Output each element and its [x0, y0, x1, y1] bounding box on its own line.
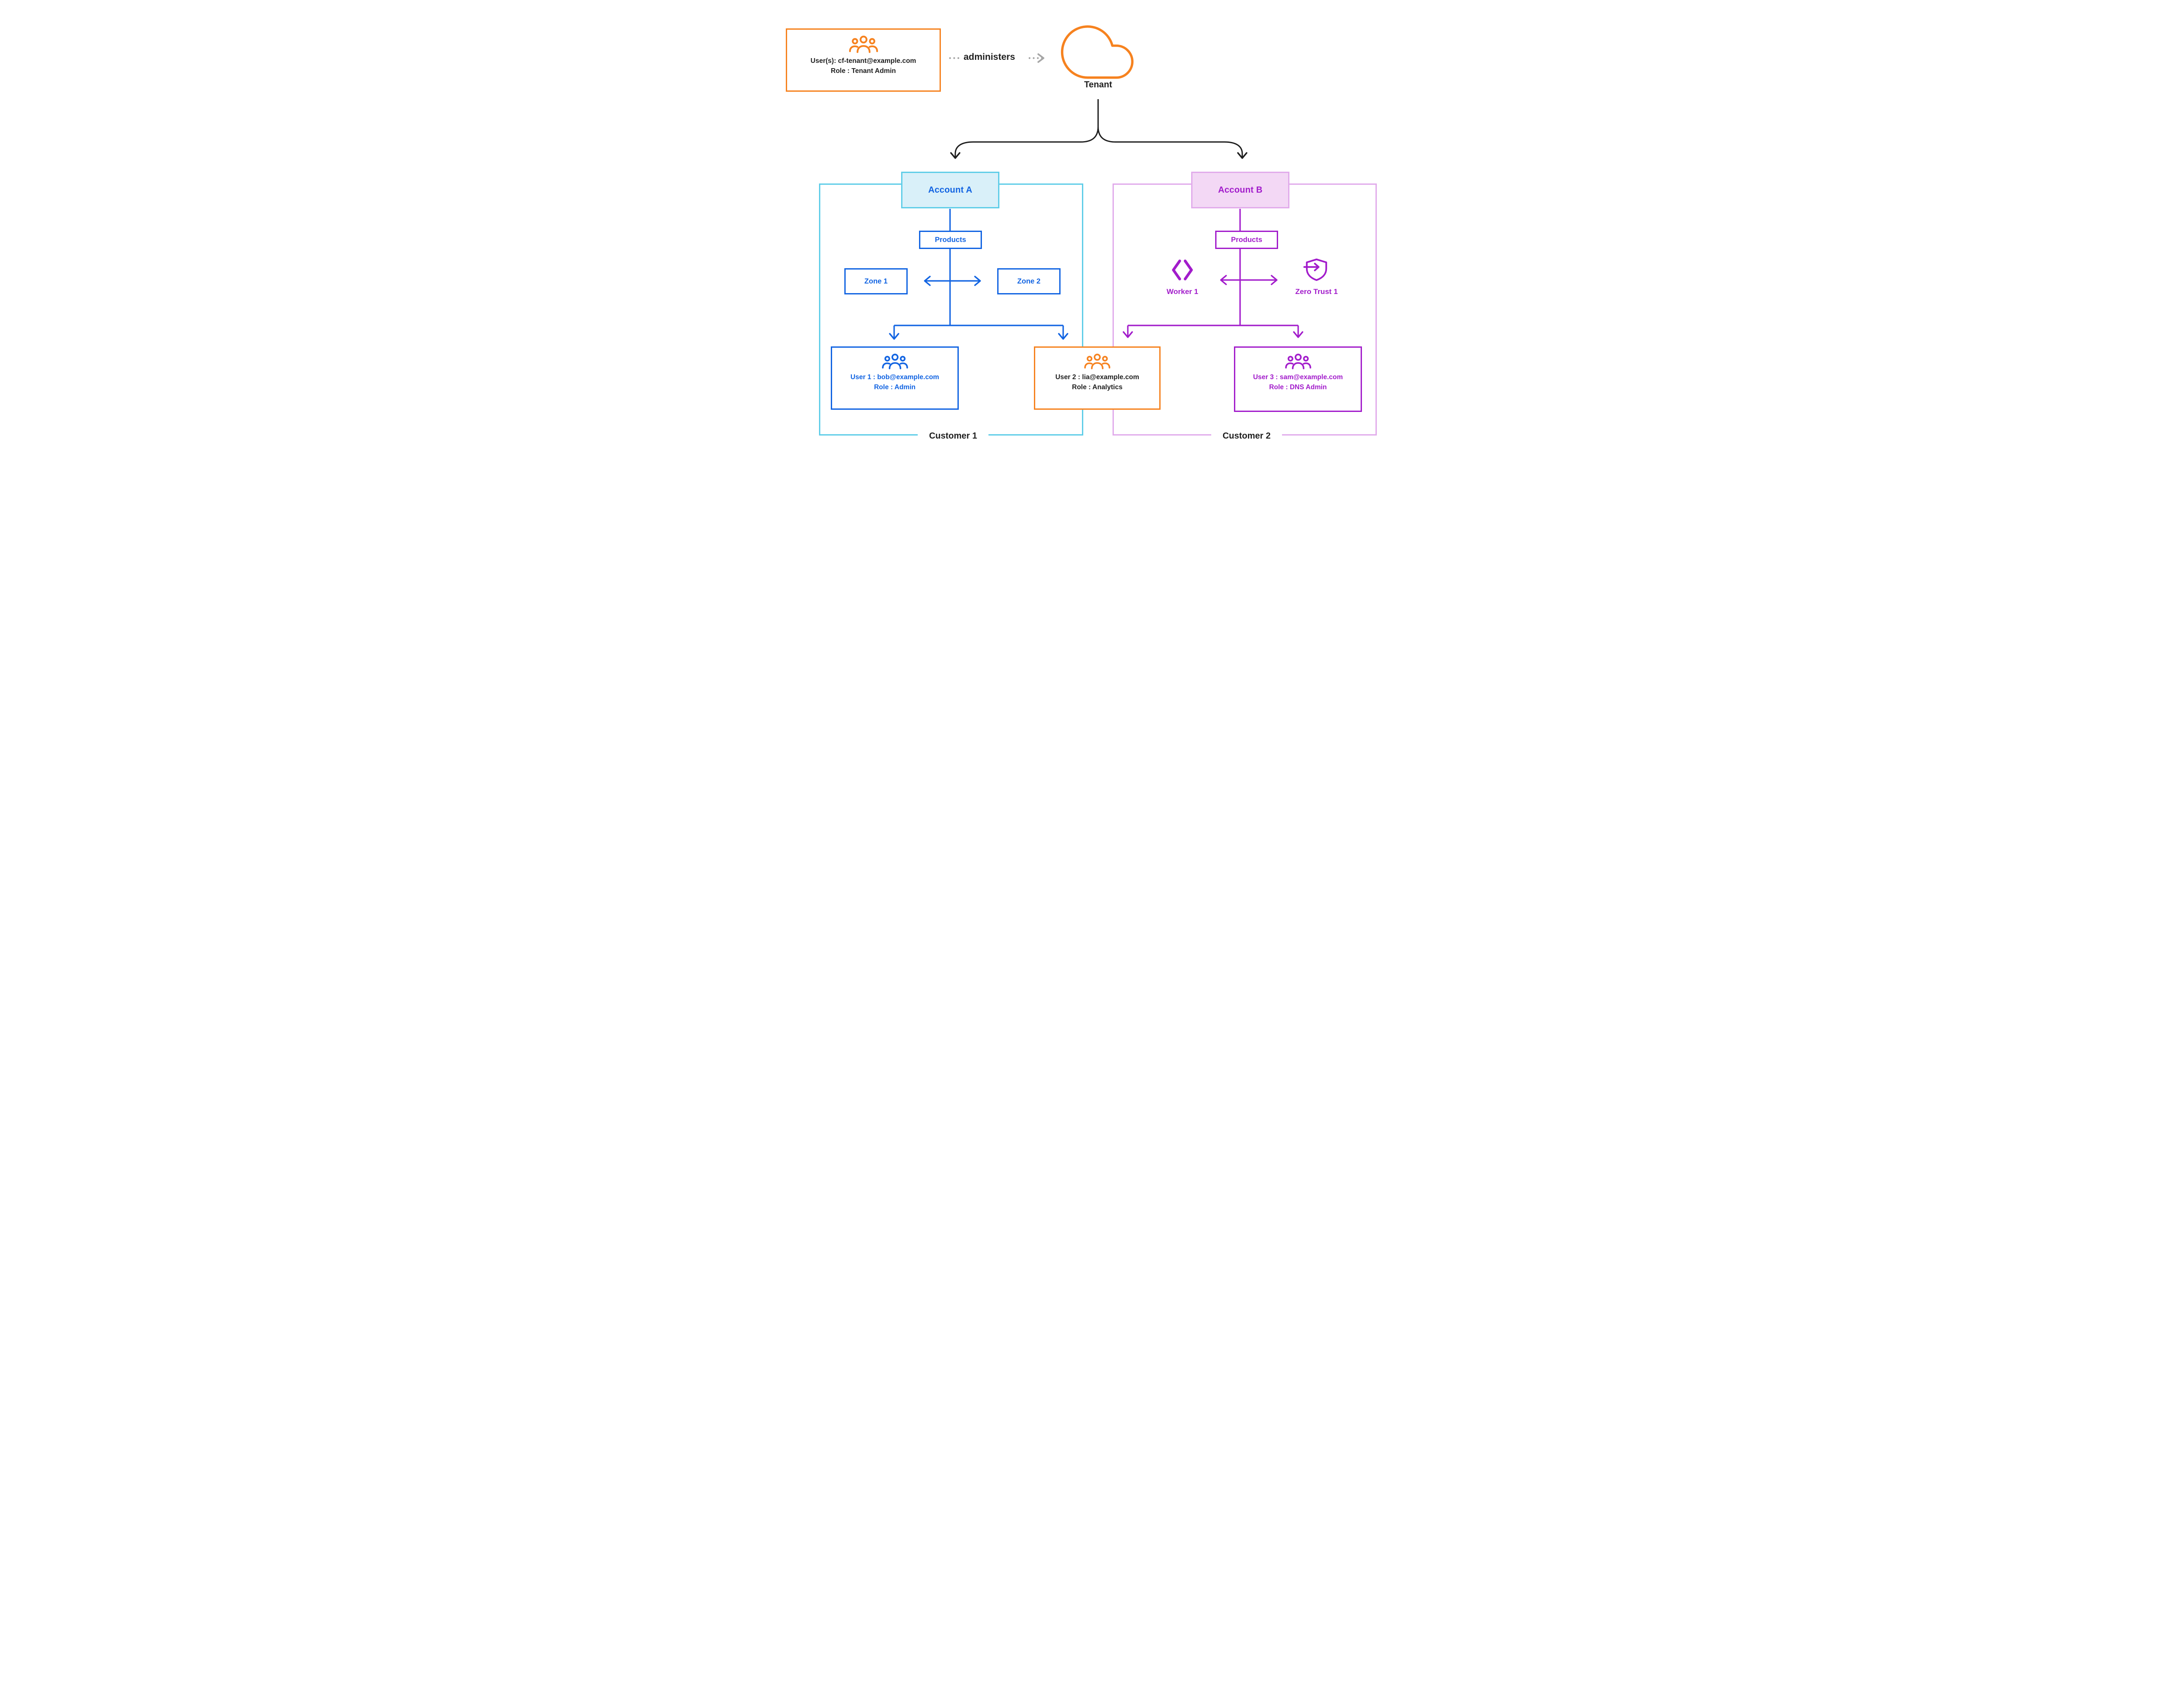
- zero-trust-1-node: Zero Trust 1: [1280, 257, 1353, 296]
- worker-1-label: Worker 1: [1166, 287, 1199, 296]
- products-b-label: Products: [1231, 235, 1262, 244]
- user-1-email: User 1 : bob@example.com: [850, 373, 939, 381]
- account-b-label: Account B: [1218, 185, 1263, 195]
- customer-2-label: Customer 2: [1211, 426, 1282, 446]
- edge-tenant-to-account-b: [1097, 126, 1248, 159]
- tenant-admin-role: Role : Tenant Admin: [831, 67, 896, 75]
- zone-2-label: Zone 2: [1017, 277, 1041, 285]
- account-a-box: Account A: [901, 172, 999, 208]
- edge-tenant-to-account-a: [950, 99, 1099, 159]
- zero-trust-shield-icon: [1303, 258, 1327, 281]
- products-b-box: Products: [1215, 231, 1278, 249]
- account-b-box: Account B: [1191, 172, 1289, 208]
- products-a-box: Products: [919, 231, 982, 249]
- users-icon: [1285, 353, 1312, 370]
- user-1-box: User 1 : bob@example.com Role : Admin: [831, 346, 959, 410]
- user-3-role: Role : DNS Admin: [1269, 384, 1327, 391]
- users-icon: [881, 353, 909, 370]
- zone-2-box: Zone 2: [997, 268, 1061, 294]
- user-2-box: User 2 : lia@example.com Role : Analytic…: [1034, 346, 1161, 410]
- account-a-label: Account A: [928, 185, 973, 195]
- user-1-role: Role : Admin: [874, 384, 916, 391]
- user-2-email: User 2 : lia@example.com: [1055, 373, 1139, 381]
- tenant-label: Tenant: [1084, 80, 1113, 90]
- zone-1-box: Zone 1: [844, 268, 908, 294]
- zero-trust-1-label: Zero Trust 1: [1295, 287, 1338, 296]
- administers-label: administers: [964, 52, 1015, 62]
- worker-1-node: Worker 1: [1154, 258, 1210, 296]
- user-3-box: User 3 : sam@example.com Role : DNS Admi…: [1234, 346, 1362, 412]
- user-2-role: Role : Analytics: [1072, 384, 1123, 391]
- zone-1-label: Zone 1: [864, 277, 888, 285]
- diagram-canvas: User(s): cf-tenant@example.com Role : Te…: [754, 0, 1430, 467]
- customer-1-label: Customer 1: [917, 426, 989, 446]
- tenant-cloud-icon: [1061, 24, 1134, 81]
- workers-icon: [1172, 259, 1193, 280]
- users-icon: [848, 35, 879, 54]
- tenant-admin-users: User(s): cf-tenant@example.com: [810, 57, 916, 65]
- tenant-admin-box: User(s): cf-tenant@example.com Role : Te…: [786, 28, 941, 92]
- users-icon: [1084, 353, 1111, 370]
- user-3-email: User 3 : sam@example.com: [1253, 373, 1343, 381]
- products-a-label: Products: [935, 235, 966, 244]
